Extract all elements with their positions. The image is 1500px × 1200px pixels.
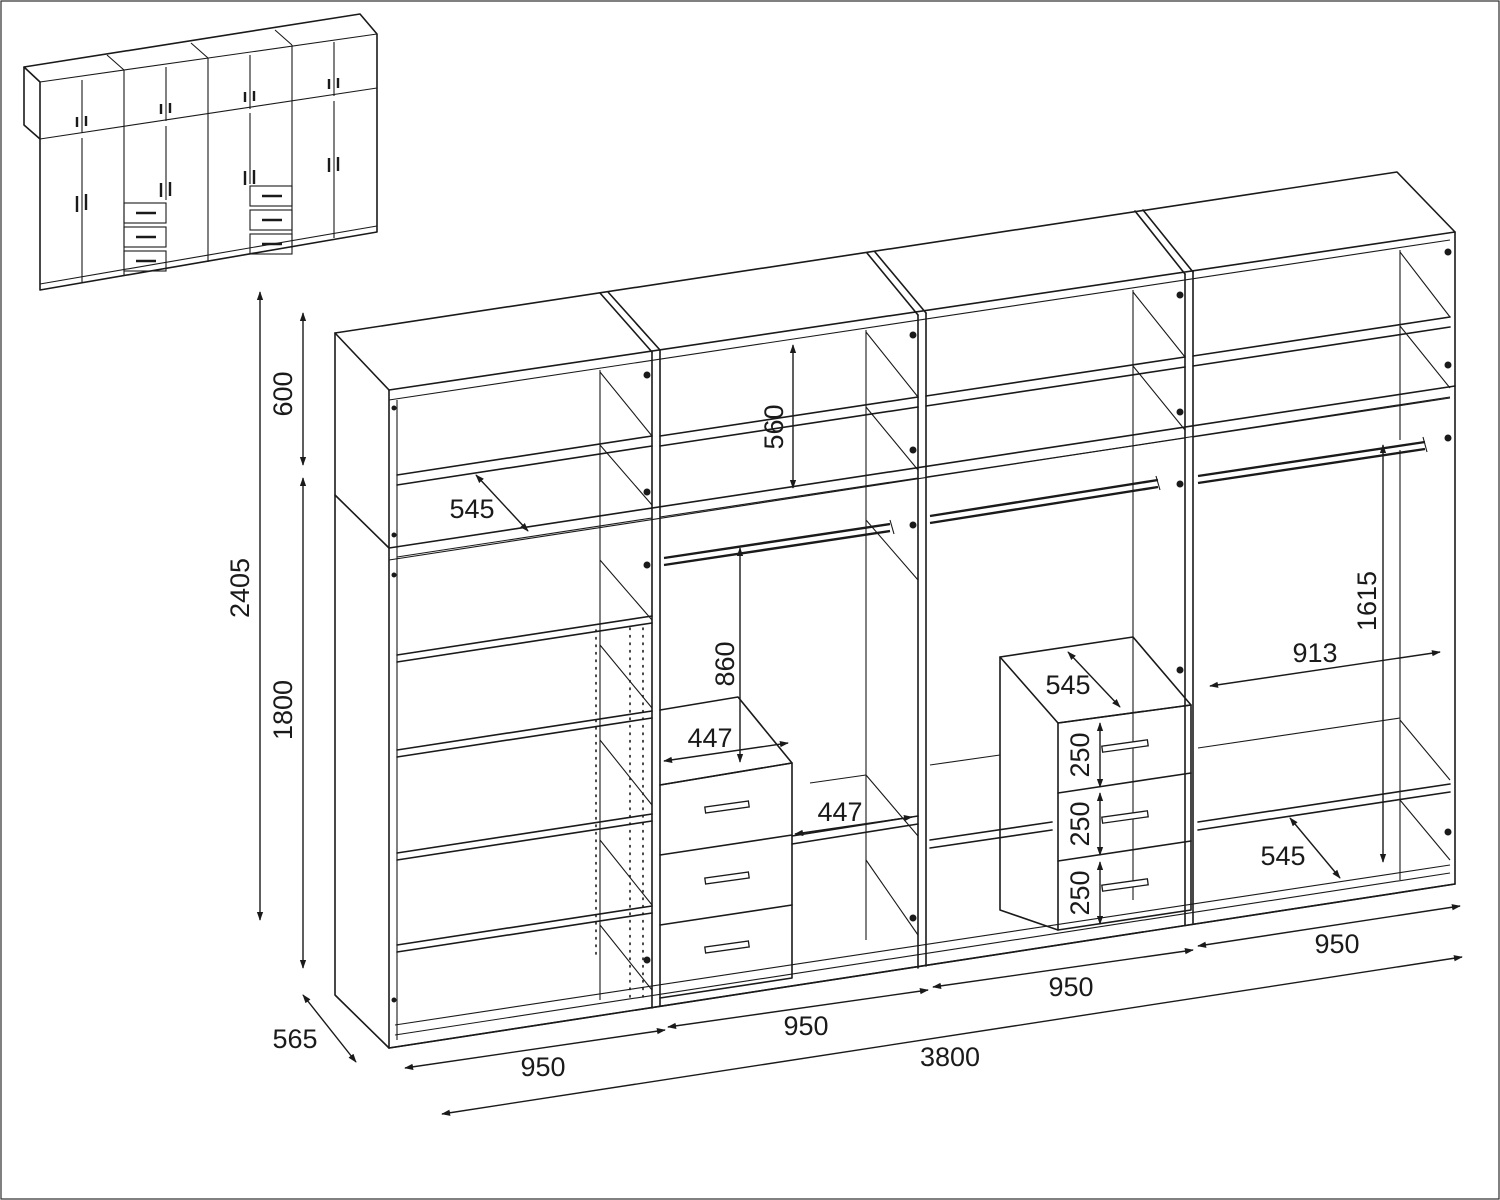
label-shelf-depth-left: 545 (449, 494, 494, 524)
label-inner-width-right: 913 (1292, 638, 1337, 668)
label-top-shelf-height: 560 (759, 404, 789, 449)
label-depth: 565 (272, 1024, 317, 1054)
dimension-lines (256, 291, 1463, 1116)
main-wardrobe (334, 171, 1456, 1049)
label-total-height: 2405 (225, 558, 255, 618)
label-shelf-depth-right: 545 (1260, 841, 1305, 871)
label-drawer-height-3: 250 (1065, 870, 1095, 915)
label-drawer-height-1: 250 (1065, 732, 1095, 777)
label-lower-height: 1800 (268, 680, 298, 740)
thumbnail-closed-wardrobe (23, 13, 378, 291)
drawer-handles (704, 739, 1149, 954)
label-drawer-height-2: 250 (1065, 801, 1095, 846)
dimension-labels: 2405 600 1800 565 950 950 950 950 3800 5… (225, 371, 1382, 1082)
label-total-width: 3800 (920, 1042, 980, 1072)
label-top-height: 600 (268, 371, 298, 416)
hinge-marks (391, 248, 1452, 1003)
label-drawer-unit-width: 447 (687, 723, 732, 753)
label-rail-clearance: 860 (710, 641, 740, 686)
label-width-module-3: 950 (1048, 972, 1093, 1002)
label-width-module-4: 950 (1314, 929, 1359, 959)
label-width-module-2: 950 (783, 1011, 828, 1041)
label-drawer-unit-depth: 545 (1045, 670, 1090, 700)
label-hanging-height-right: 1615 (1352, 571, 1382, 631)
label-width-module-1: 950 (520, 1052, 565, 1082)
label-compartment-width: 447 (817, 797, 862, 827)
